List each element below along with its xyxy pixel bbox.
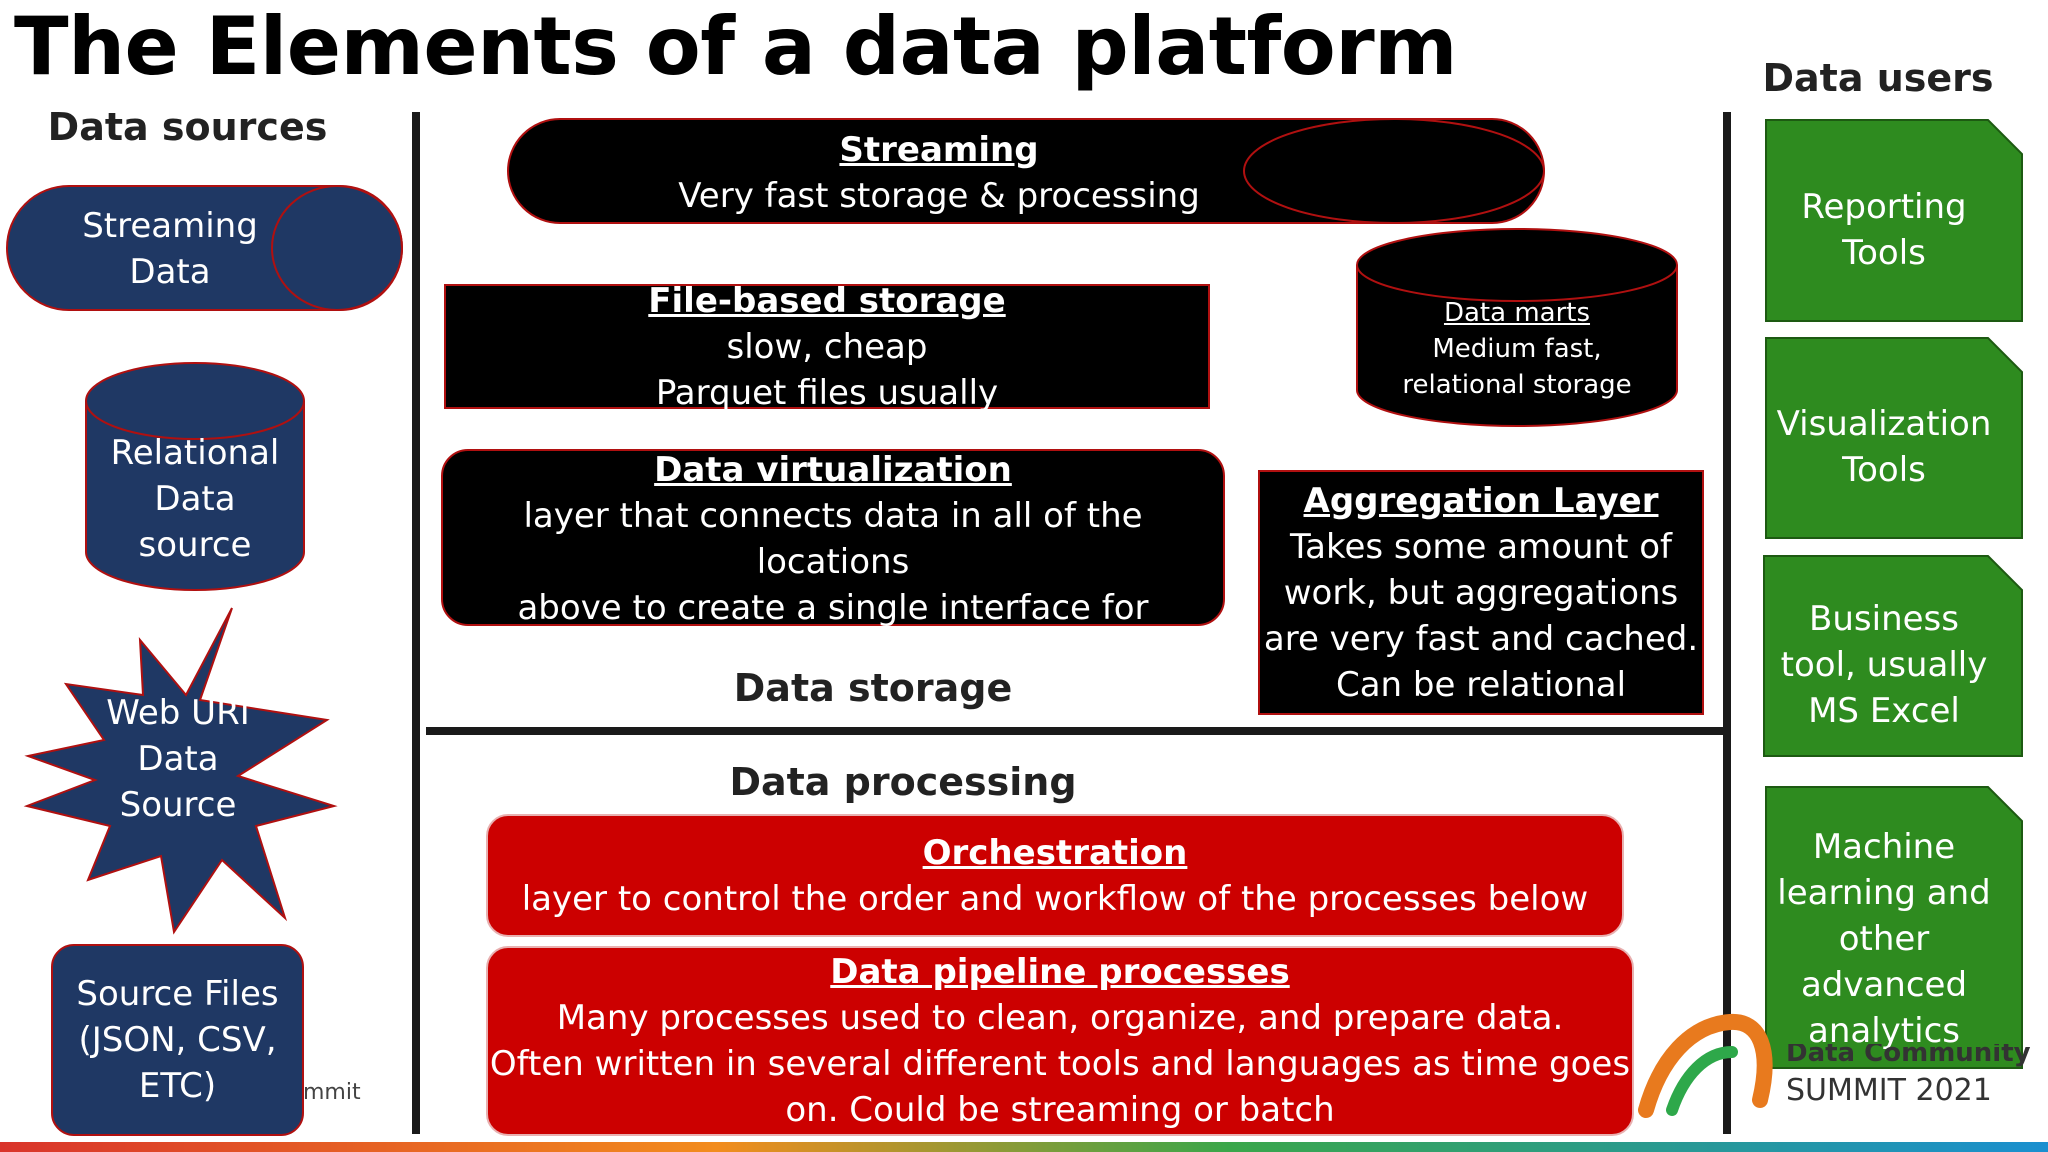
page-title: The Elements of a data platform — [14, 0, 1458, 93]
orchestration-box: Orchestration layer to control the order… — [486, 814, 1624, 937]
streaming-source-line: Streaming — [82, 206, 258, 246]
virtualization-shape — [441, 449, 1225, 626]
summit-year: SUMMIT 2021 — [1786, 1073, 1992, 1108]
footer-bar — [0, 1142, 2048, 1152]
relational-source-line: Data — [154, 479, 236, 519]
pipeline-box: Data pipeline processes Many processes u… — [486, 946, 1634, 1136]
streaming-storage-heading: Streaming — [839, 130, 1039, 170]
virtualization-label: Data virtualization layer that connects … — [442, 447, 1224, 677]
virtualization-line: interacting with data — [655, 634, 1011, 674]
data-marts-line: relational storage — [1402, 370, 1632, 400]
web-source-line: Web URI — [106, 693, 250, 733]
summit-logo-mark — [1638, 1013, 1773, 1118]
relational-source-shape — [85, 362, 305, 591]
source-files-line: Source Files — [76, 974, 279, 1014]
data-marts-line: Medium fast, — [1432, 334, 1602, 364]
reporting-line: Tools — [1842, 233, 1926, 273]
data-marts-shape — [1356, 228, 1678, 427]
file-based-heading: File-based storage — [648, 280, 1006, 321]
footer-summit-fragment: mmit — [303, 1080, 361, 1105]
data-processing-heading: Data processing — [729, 760, 1077, 804]
data-marts-label: Data marts Medium fast, relational stora… — [1357, 295, 1677, 403]
relational-source-label: Relational Data source — [86, 430, 304, 568]
web-source-star — [23, 607, 338, 935]
visualization-tools-label: Visualization Tools — [1766, 401, 2002, 493]
left-divider — [412, 112, 420, 1134]
relational-source-line: source — [138, 525, 252, 565]
pipeline-line: Often written in several different tools… — [489, 1044, 1631, 1084]
ml-line: other — [1838, 919, 1930, 959]
aggregation-line: Can be relational — [1335, 664, 1627, 705]
business-line: Business — [1809, 599, 1959, 639]
web-source-line: Source — [119, 785, 237, 825]
business-line: MS Excel — [1808, 691, 1960, 731]
right-divider — [1723, 112, 1731, 1134]
source-files-label: Source Files (JSON, CSV, ETC) — [52, 971, 303, 1109]
file-based-line: slow, cheap — [726, 326, 928, 367]
aggregation-heading: Aggregation Layer — [1303, 480, 1659, 521]
relational-source-line: Relational — [110, 433, 280, 473]
streaming-source-line: Data — [129, 252, 211, 292]
orchestration-heading: Orchestration — [922, 832, 1188, 873]
pipeline-heading: Data pipeline processes — [830, 952, 1290, 992]
data-marts-heading: Data marts — [1443, 298, 1591, 328]
source-files-line: (JSON, CSV, — [78, 1020, 277, 1060]
streaming-source-shape — [6, 185, 403, 311]
streaming-storage-label: Streaming Very fast storage & processing — [508, 127, 1370, 219]
ml-line: advanced — [1800, 965, 1968, 1005]
pipeline-line: on. Could be streaming or batch — [785, 1090, 1335, 1130]
reporting-line: Reporting — [1801, 187, 1967, 227]
user-shapes — [1763, 119, 2023, 1069]
business-line: tool, usually — [1780, 645, 1988, 685]
reporting-tools-label: Reporting Tools — [1766, 184, 2002, 276]
data-users-heading: Data users — [1762, 56, 1994, 100]
visualization-line: Visualization — [1776, 404, 1992, 444]
storage-processing-divider — [426, 727, 1723, 735]
data-sources-heading: Data sources — [47, 105, 328, 149]
aggregation-line: Takes some amount of — [1289, 526, 1673, 567]
streaming-source-label: Streaming Data — [30, 203, 310, 295]
aggregation-box: Aggregation Layer Takes some amount of w… — [1258, 470, 1704, 715]
visualization-line: Tools — [1842, 450, 1926, 490]
aggregation-line: are very fast and cached. — [1263, 618, 1699, 659]
data-storage-heading: Data storage — [733, 666, 1013, 710]
source-files-line: ETC) — [138, 1066, 217, 1106]
virtualization-line: layer that connects data in all of the l… — [523, 496, 1143, 582]
orchestration-line: layer to control the order and workflow … — [521, 878, 1589, 919]
web-source-label: Web URI Data Source — [78, 690, 278, 828]
ml-analytics-label: Machine learning and other advanced anal… — [1766, 824, 2002, 1054]
business-tool-label: Business tool, usually MS Excel — [1764, 596, 2004, 734]
file-based-line: Parquet files usually — [655, 372, 999, 413]
virtualization-heading: Data virtualization — [654, 450, 1012, 490]
summit-name: Data Community — [1786, 1044, 2031, 1068]
source-files-shape — [51, 944, 304, 1136]
virtualization-line: above to create a single interface for — [517, 588, 1149, 628]
aggregation-line: work, but aggregations — [1283, 572, 1679, 613]
web-source-line: Data — [137, 739, 219, 779]
ml-line: Machine — [1812, 827, 1956, 867]
ml-line: analytics — [1808, 1011, 1960, 1051]
streaming-storage-line: Very fast storage & processing — [678, 176, 1200, 216]
pipeline-line: Many processes used to clean, organize, … — [556, 998, 1564, 1038]
streaming-storage-shape — [507, 118, 1545, 224]
file-based-storage-box: File-based storage slow, cheap Parquet f… — [444, 281, 1210, 413]
ml-line: learning and — [1777, 873, 1991, 913]
